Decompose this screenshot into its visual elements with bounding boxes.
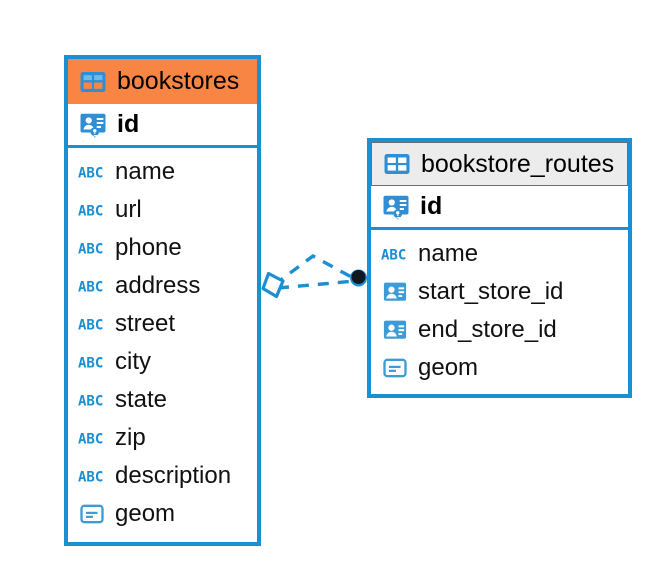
field-row-street[interactable]: ABC street [68,305,257,343]
field-label: phone [115,234,182,261]
svg-text:ABC: ABC [78,355,103,371]
text-type-icon: ABC [78,393,103,409]
svg-text:ABC: ABC [381,247,406,263]
text-type-icon: ABC [78,241,103,257]
field-row-start-store-id[interactable]: start_store_id [371,273,628,311]
field-label: street [115,310,176,337]
entity-title: bookstore_routes [421,149,615,178]
field-label: geom [115,500,176,527]
svg-text:ABC: ABC [78,165,103,181]
text-type-icon: ABC [78,355,103,371]
field-row-geom[interactable]: geom [68,495,257,533]
field-row-phone[interactable]: ABC phone [68,229,257,267]
field-row-name[interactable]: ABC name [371,235,628,273]
field-label: id [117,110,140,138]
svg-text:ABC: ABC [78,431,103,447]
svg-text:ABC: ABC [78,203,103,219]
field-label: state [115,386,168,413]
text-type-icon: ABC [78,279,103,295]
relationship-line-lower [277,279,356,290]
field-row-geom[interactable]: geom [371,349,628,387]
field-label: start_store_id [418,278,564,305]
geometry-type-icon [383,358,407,378]
field-row-city[interactable]: ABC city [68,343,257,381]
svg-text:ABC: ABC [78,317,103,333]
foreign-key-icon [383,320,407,339]
relationship-line-upper [272,253,356,287]
field-row-primary-key[interactable]: id [371,186,628,230]
field-row-address[interactable]: ABC address [68,267,257,305]
field-row-state[interactable]: ABC state [68,381,257,419]
field-label: name [418,240,479,267]
field-label: id [420,192,443,220]
svg-text:ABC: ABC [78,241,103,257]
field-row-end-store-id[interactable]: end_store_id [371,311,628,349]
field-label: name [115,158,176,185]
field-row-name[interactable]: ABC name [68,153,257,191]
primary-key-icon [80,113,106,137]
svg-text:ABC: ABC [78,469,103,485]
field-label: zip [115,424,146,451]
primary-key-icon [383,195,409,219]
entity-header-bookstore-routes[interactable]: bookstore_routes [371,142,628,186]
field-label: address [115,272,201,299]
entity-header-bookstores[interactable]: bookstores [68,59,257,104]
field-list-bookstore-routes: ABC name start_store_id [371,230,628,391]
field-label: geom [418,354,479,381]
field-list-bookstores: ABC name ABC url ABC phone ABC [68,148,257,537]
foreign-key-icon [383,282,407,301]
relationship-target-circle-marker [351,270,366,284]
field-label: city [115,348,151,375]
text-type-icon: ABC [78,431,103,447]
entity-bookstore-routes[interactable]: bookstore_routes id ABC [367,138,632,398]
svg-text:ABC: ABC [78,393,103,409]
field-label: end_store_id [418,316,557,343]
text-type-icon: ABC [381,247,406,263]
text-type-icon: ABC [78,203,103,219]
text-type-icon: ABC [78,165,103,181]
svg-text:ABC: ABC [78,279,103,295]
relationship-source-diamond-marker [261,271,285,299]
text-type-icon: ABC [78,469,103,485]
field-row-primary-key[interactable]: id [68,104,257,148]
table-icon [80,71,106,92]
field-label: url [115,196,142,223]
geometry-type-icon [80,504,104,524]
table-icon [384,154,410,174]
field-label: description [115,462,232,489]
relationship-target-circle-ring [350,269,367,287]
entity-bookstores[interactable]: bookstores id ABC [64,55,261,546]
field-row-zip[interactable]: ABC zip [68,419,257,457]
text-type-icon: ABC [78,317,103,333]
field-row-description[interactable]: ABC description [68,457,257,495]
field-row-url[interactable]: ABC url [68,191,257,229]
entity-title: bookstores [117,67,240,95]
